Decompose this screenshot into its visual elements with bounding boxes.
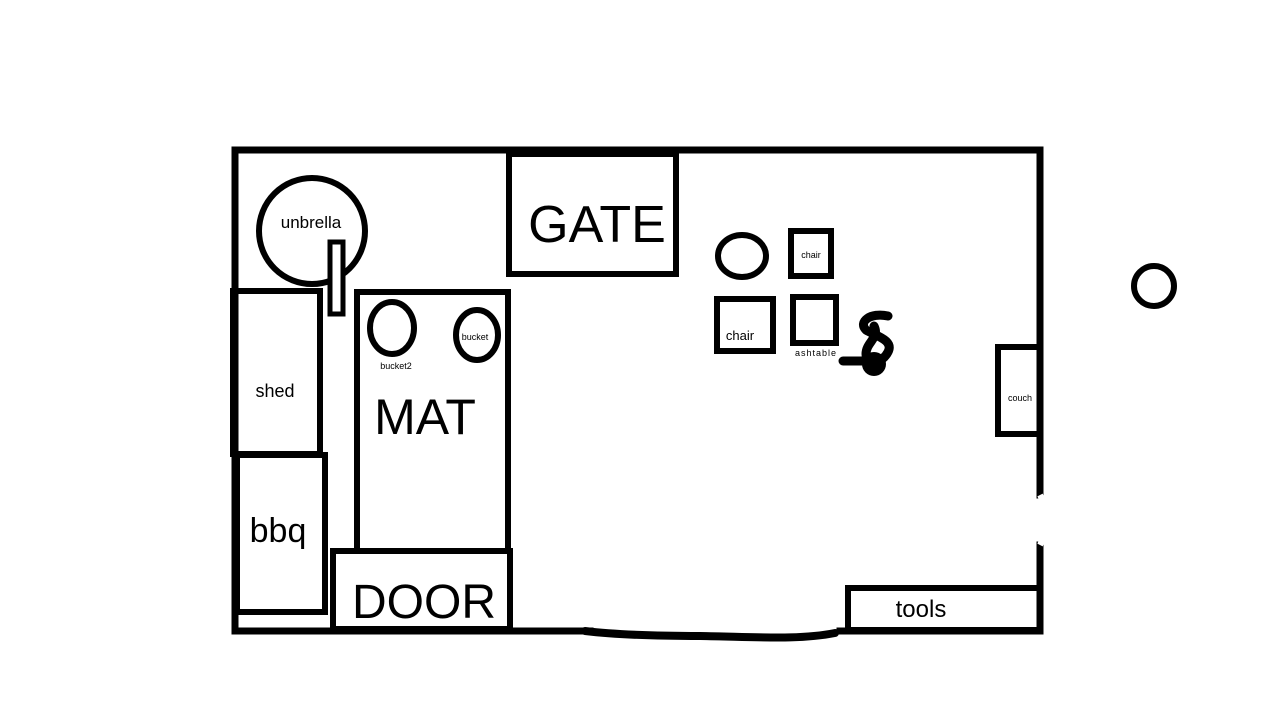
door-box [330, 548, 513, 632]
mat-label: MAT [374, 389, 476, 445]
ashtray-blob [862, 352, 886, 376]
couch-label: couch [1008, 393, 1032, 403]
bucket-circle [453, 307, 501, 363]
umbrella-pole [327, 239, 346, 317]
right-edge-bulge [1037, 493, 1049, 547]
gate-label: GATE [528, 196, 666, 254]
couch-box [995, 344, 1043, 437]
bbq-label: bbq [250, 512, 307, 550]
gate-box [506, 151, 679, 277]
ashtable-box [790, 294, 839, 346]
umbrella-circle [256, 175, 368, 287]
bbq-box [234, 452, 328, 615]
bottom-edge-scribble [581, 627, 839, 642]
chair-small-box [788, 228, 834, 279]
chair-small-label: chair [801, 250, 821, 260]
shed-label: shed [255, 381, 294, 401]
ashtable-label: ashtable [795, 348, 837, 358]
side-table-circle [715, 232, 769, 280]
outside-circle [1131, 263, 1177, 309]
bucket2-circle [367, 299, 417, 357]
bucket-label: bucket [462, 332, 489, 342]
chair-large-box [714, 296, 776, 354]
chair-large-label: chair [726, 328, 755, 343]
bucket2-label: bucket2 [380, 361, 412, 371]
tools-box [845, 585, 1043, 633]
tools-label: tools [896, 596, 947, 623]
door-label: DOOR [352, 576, 496, 629]
shed-box [230, 288, 323, 457]
umbrella-label: unbrella [281, 213, 342, 232]
